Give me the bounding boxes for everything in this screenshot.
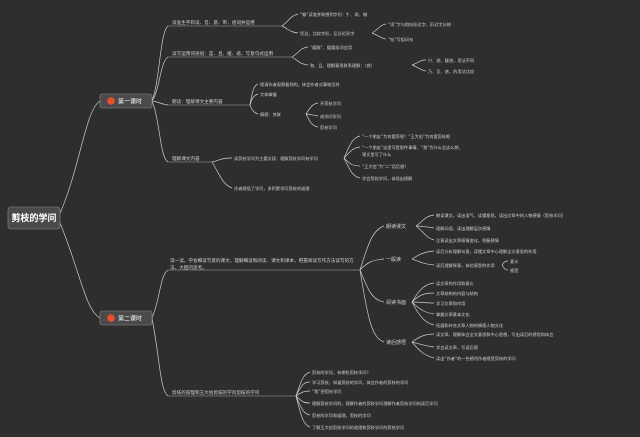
topic-node[interactable]: 理解课文内容 bbox=[172, 155, 200, 162]
topic-node[interactable]: 理解剪枝学问的，理解作者的剪枝学问理解作者剪枝学问的读后学问 bbox=[312, 400, 438, 407]
topic-node[interactable]: 读写运用词语组：是、且、缓、惑，写意句式运用 bbox=[172, 50, 273, 57]
topic-node[interactable]: 读后理解原意，体验感受的作用 bbox=[436, 262, 495, 269]
branch-2-node[interactable]: 第二课时 bbox=[99, 310, 153, 326]
topic-node[interactable]: 朗读课文 bbox=[386, 223, 406, 230]
topic-node[interactable]: 读后分析理解句意，读懂文章中心理解全文意思的作用 bbox=[436, 248, 537, 255]
branch-1-node[interactable]: 第一课时 bbox=[99, 93, 153, 109]
topic-node[interactable]: 剪枝的道理和王大伯剪枝的学问剪枝的学问 bbox=[172, 389, 260, 396]
topic-node[interactable]: 文章结构的内容与结构 bbox=[436, 290, 478, 297]
topic-node[interactable]: “一个朋友”为何要剪呢？“王大伯”为何要剪枝呢 bbox=[362, 133, 450, 140]
topic-node[interactable]: 理清作者观察看到的，体会作者对事物怎样 bbox=[260, 81, 340, 88]
topic-node[interactable]: 学会读文章，写读后感 bbox=[436, 344, 478, 351]
topic-node[interactable]: 学会剪枝学问，体现出理解 bbox=[362, 175, 412, 182]
topic-node[interactable]: 注意读出文章感情变化，把握感情 bbox=[436, 237, 499, 244]
topic-node[interactable]: 和、且、理解意思联系理解：（惑） bbox=[310, 62, 375, 69]
topic-node[interactable]: 乃、至、惑，的用法比较 bbox=[428, 68, 475, 75]
topic-node[interactable]: 朗读课文，读出语气，读懂意思，读出文章中的人物感情（剪枝学问） bbox=[436, 212, 566, 219]
topic-node[interactable]: 阅读书面 bbox=[386, 299, 406, 306]
topic-node[interactable]: 读后感悟 bbox=[386, 339, 406, 346]
topic-node[interactable]: 一般读 bbox=[386, 256, 401, 263]
topic-node[interactable]: 兴、惑、疑惑，用法不同 bbox=[428, 57, 474, 64]
topic-node[interactable]: 学习剪枝，知道剪枝的学问，体会作者的剪枝的学问 bbox=[312, 379, 408, 386]
topic-node[interactable]: 课文里写了什么 bbox=[362, 151, 391, 158]
topic-node[interactable]: “一个朋友”这里写是那件事情，“我”为什么会这么想， bbox=[362, 144, 463, 151]
topic-node[interactable]: 大体掌握 bbox=[260, 91, 278, 98]
topic-node[interactable]: “缓解”、缓缓组词会用 bbox=[310, 44, 352, 51]
svg-text:第二课时: 第二课时 bbox=[118, 315, 142, 323]
svg-text:剪枝的学问: 剪枝的学问 bbox=[11, 212, 56, 224]
svg-text:第一课时: 第一课时 bbox=[118, 98, 142, 106]
topic-node[interactable]: 作者感悟了学问，多积累学问剪枝的道理 bbox=[234, 185, 310, 192]
topic-node[interactable]: 学习文章和作用 bbox=[436, 300, 465, 307]
topic-node[interactable]: 了解王大伯剪枝学问的道理和剪枝学问的剪枝学问 bbox=[312, 424, 404, 431]
topic-node[interactable]: “钻”写组词句 bbox=[388, 36, 413, 43]
topic-node[interactable]: 成学问学问 bbox=[320, 113, 341, 120]
branch-2-topics: 读一读，学会细读写意的课文。理解细读和阅读、课文和课本，把握阅读写作方法读写的方… bbox=[170, 212, 566, 431]
topic-node[interactable]: 剪枝的学问，有哪些剪枝学问？ bbox=[312, 369, 371, 376]
topic-node[interactable]: 意义 bbox=[510, 258, 519, 264]
topic-node[interactable]: 掌握文章基本文化 bbox=[436, 311, 470, 318]
topic-node[interactable]: 朗读：理解课文主要内容 bbox=[172, 98, 223, 105]
topic-node[interactable]: 读文章，理解体会全文意思和中心思想，写出读后的感悟和体会 bbox=[436, 331, 554, 338]
topic-node[interactable]: 读出“作者”的一些感悟作者感受剪枝的学问 bbox=[436, 355, 516, 362]
branch-1-marker-icon bbox=[107, 97, 115, 105]
topic-node[interactable]: 理解词语，读出理解层次感情 bbox=[436, 225, 490, 232]
topic-node[interactable]: 读文章的作用和意义 bbox=[436, 280, 475, 287]
topic-node[interactable]: 拓展和补充文章人物的情感人物文化 bbox=[436, 322, 504, 329]
root-node[interactable]: 剪枝的学问 bbox=[7, 206, 61, 230]
topic-node[interactable]: 剪枝的学问和道理，剪枝的学问 bbox=[312, 412, 371, 419]
topic-node[interactable]: “锄”读准并联想到字形：钅、助、锄 bbox=[300, 11, 367, 18]
topic-node[interactable]: 开剪枝学问 bbox=[320, 100, 341, 107]
topic-node[interactable]: 剪枝学问 bbox=[320, 124, 337, 131]
connectors bbox=[57, 13, 509, 428]
topic-node[interactable]: 读剪枝学问为主要文段：理解剪枝学问有学问 bbox=[234, 155, 318, 162]
topic-node[interactable]: 感受 bbox=[510, 267, 518, 274]
branch-2-marker-icon bbox=[107, 314, 115, 322]
topic-node[interactable]: “须”字与相似形近字，形近字分辨 bbox=[388, 21, 451, 28]
topic-node[interactable]: “我”把剪枝学问 bbox=[312, 388, 341, 395]
topic-node[interactable]: 情感：关联 bbox=[260, 111, 282, 118]
topic-node[interactable]: 凭这，比较字形，区分近形字 bbox=[300, 30, 354, 37]
topic-node[interactable]: 读准生字和读、音、意、带，组词并运用 bbox=[172, 19, 255, 26]
branch-1-topics: 读准生字和读、音、意、带，组词并运用 “锄”读准并联想到字形：钅、助、锄 凭这，… bbox=[172, 11, 475, 192]
topic-node[interactable]: “王大伯”为“二”话后感？ bbox=[362, 163, 408, 170]
topic-node[interactable]: 读一读，学会细读写意的课文。理解细读和阅读、课文和课本，把握阅读写作方法读写的方… bbox=[170, 258, 358, 298]
